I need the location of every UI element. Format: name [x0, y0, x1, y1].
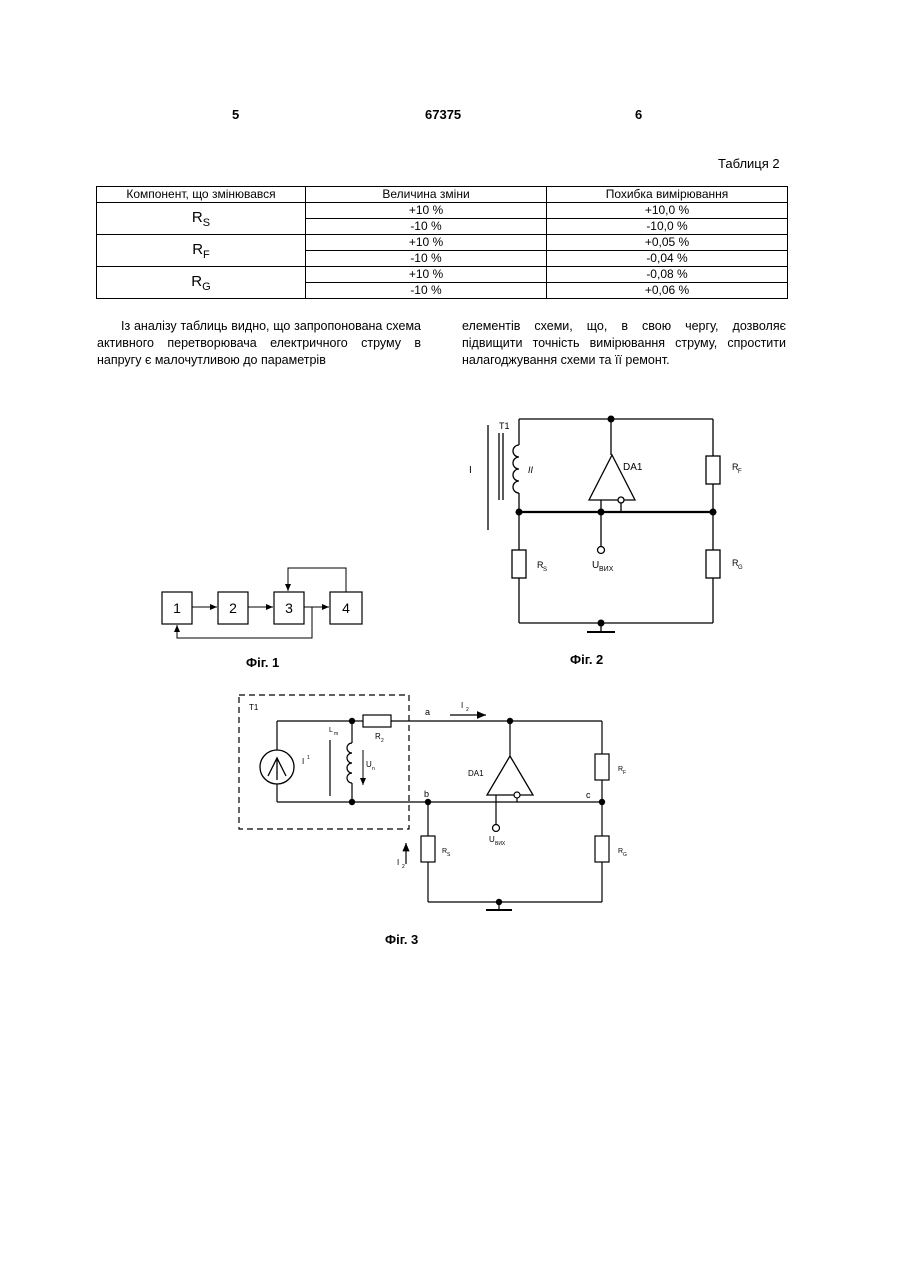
component-subscript: F — [203, 249, 210, 261]
table-caption: Таблиця 2 — [718, 156, 780, 171]
fig2-label-rg-sub: G — [738, 565, 743, 571]
fig3-label-uout-sub: ВИХ — [495, 841, 506, 847]
magnetizing-coil — [347, 743, 352, 783]
fig3-label-i2-left-sub: 2 — [402, 864, 405, 870]
resistor-rf — [706, 456, 720, 484]
component-cell: RF — [97, 235, 306, 267]
error-cell: +10,0 % — [547, 203, 788, 219]
error-cell: -0,08 % — [547, 267, 788, 283]
output-terminal — [598, 547, 605, 554]
resistor-rs — [512, 550, 526, 578]
component-cell: RS — [97, 203, 306, 235]
block-2-label: 2 — [229, 600, 237, 616]
page-number-right: 6 — [635, 107, 642, 122]
table-row: RF +10 % +0,05 % — [97, 235, 788, 251]
fig3-label-i2-left: I — [397, 858, 399, 867]
change-cell: +10 % — [306, 267, 547, 283]
fig2-label-primary: I — [469, 465, 472, 476]
fig2-circuit: T1 I II DA1 R F R S R G U ВИХ — [455, 405, 745, 645]
fig3-circuit: T1 I 1 L m R 2 U n a I 2 DA1 b c R F R G… — [232, 688, 632, 923]
patent-number: 67375 — [425, 107, 461, 122]
table-row: RS +10 % +10,0 % — [97, 203, 788, 219]
paragraph-right-column: елементів схеми, що, в свою чергу, дозво… — [462, 318, 786, 369]
fig3-label-i2-top: I — [461, 701, 463, 710]
fig3-label-da1: DA1 — [468, 769, 484, 778]
resistor-r2 — [363, 715, 391, 727]
component-subscript: G — [202, 281, 211, 293]
component-symbol: R — [192, 241, 203, 258]
fig3-label-un-sub: n — [372, 766, 375, 772]
fig3-label-r2-sub: 2 — [381, 738, 384, 744]
change-cell: +10 % — [306, 203, 547, 219]
fig3-label-node-a: a — [425, 707, 430, 717]
fig2-label-secondary: II — [528, 465, 534, 475]
resistor-rf — [595, 754, 609, 780]
fig1-connections — [177, 568, 346, 638]
column-header: Похибка вимірювання — [547, 187, 788, 203]
block-1-label: 1 — [173, 600, 181, 616]
block-3-label: 3 — [285, 600, 293, 616]
results-table: Компонент, що змінювався Величина зміни … — [96, 186, 788, 299]
fig3-caption: Фіг. 3 — [385, 932, 418, 947]
table-row: RG +10 % -0,08 % — [97, 267, 788, 283]
fig3-label-t1: T1 — [249, 703, 259, 712]
fig3-label-source: I — [302, 757, 304, 766]
output-terminal — [493, 825, 500, 832]
block-4-label: 4 — [342, 600, 350, 616]
fig2-caption: Фіг. 2 — [570, 652, 603, 667]
resistor-rg — [595, 836, 609, 862]
fig3-label-i2-top-sub: 2 — [466, 707, 469, 713]
fig2-label-rf-sub: F — [738, 469, 742, 475]
fig3-label-source-sub: 1 — [307, 755, 310, 761]
fig2-label-uout-sub: ВИХ — [599, 566, 614, 573]
component-cell: RG — [97, 267, 306, 299]
fig1-block-diagram: 1 2 3 4 — [150, 560, 370, 650]
change-cell: -10 % — [306, 219, 547, 235]
component-symbol: R — [191, 273, 202, 290]
change-cell: -10 % — [306, 251, 547, 267]
fig2-label-rs-sub: S — [543, 567, 547, 573]
table-header-row: Компонент, що змінювався Величина зміни … — [97, 187, 788, 203]
fig1-caption: Фіг. 1 — [246, 655, 279, 670]
paragraph-left-column: Із аналізу таблиць видно, що запропонова… — [97, 318, 421, 369]
error-cell: +0,06 % — [547, 283, 788, 299]
opamp-da1 — [487, 756, 533, 795]
fig3-label-rg-sub: G — [623, 852, 627, 858]
change-cell: -10 % — [306, 283, 547, 299]
component-symbol: R — [192, 209, 203, 226]
column-header: Компонент, що змінювався — [97, 187, 306, 203]
fig2-label-da1: DA1 — [623, 462, 643, 473]
fig3-label-node-b: b — [424, 789, 429, 799]
fig2-label-t1: T1 — [499, 421, 510, 431]
column-header: Величина зміни — [306, 187, 547, 203]
resistor-rg — [706, 550, 720, 578]
fig3-label-inductance: L — [329, 727, 333, 734]
error-cell: -0,04 % — [547, 251, 788, 267]
change-cell: +10 % — [306, 235, 547, 251]
fig3-label-rs-sub: S — [447, 852, 451, 858]
fig3-label-inductance-sub: m — [334, 731, 338, 737]
page-number-left: 5 — [232, 107, 239, 122]
resistor-rs — [421, 836, 435, 862]
error-cell: -10,0 % — [547, 219, 788, 235]
component-subscript: S — [203, 217, 210, 229]
fig3-label-rf-sub: F — [623, 770, 626, 776]
error-cell: +0,05 % — [547, 235, 788, 251]
secondary-coil — [513, 445, 519, 493]
fig3-label-node-c: c — [586, 790, 591, 800]
